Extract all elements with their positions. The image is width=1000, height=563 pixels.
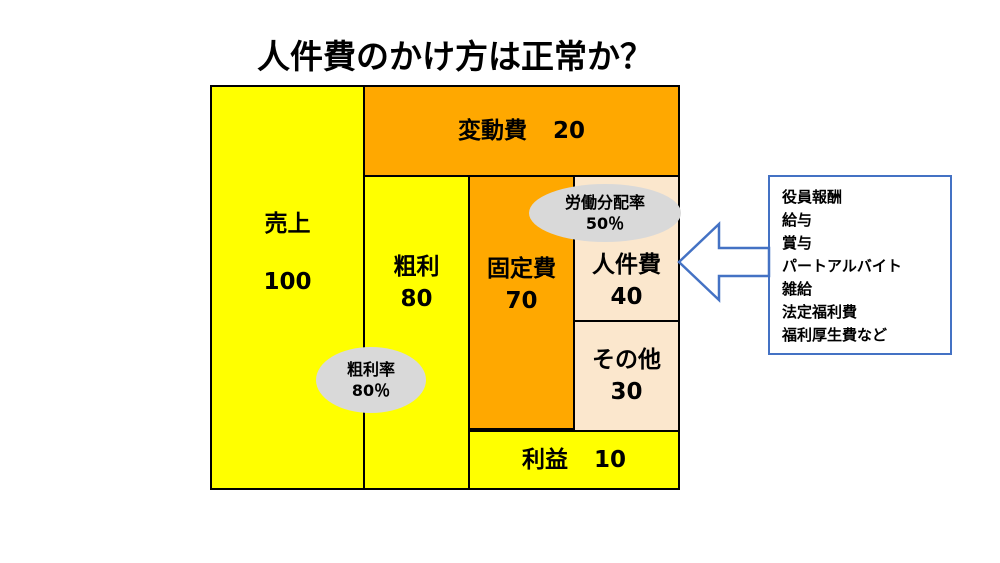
cell-personnel-label: 人件費 <box>592 252 661 278</box>
cell-profit-label: 利益 <box>521 447 568 473</box>
left-block-arrow-icon <box>677 221 771 303</box>
cell-other-cost: その他 30 <box>573 320 680 432</box>
cell-gross-label: 粗利 <box>393 253 440 280</box>
cell-sales-value: 100 <box>263 268 312 295</box>
gross-margin-label: 粗利率 <box>346 360 395 379</box>
cell-profit: 利益 10 <box>468 430 680 490</box>
callout-item: 役員報酬 <box>782 188 843 206</box>
cell-other-label: その他 <box>592 347 661 373</box>
cell-other-value: 30 <box>610 379 643 405</box>
cell-gross-value: 80 <box>400 285 433 312</box>
cell-variable-label: 変動費 <box>457 118 527 144</box>
cell-gross-profit: 粗利 80 <box>363 175 470 490</box>
cell-sales-label: 売上 <box>264 210 311 237</box>
callout-item: 雑給 <box>782 280 813 298</box>
gross-margin-value: 80％ <box>351 381 391 400</box>
callout-item: 福利厚生費など <box>782 326 888 344</box>
page-title: 人件費のかけ方は正常か？ <box>257 37 653 76</box>
labor-share-badge: 労働分配率 50％ <box>529 184 681 242</box>
callout-item: 給与 <box>782 211 813 229</box>
cell-variable-cost: 変動費 20 <box>363 85 680 177</box>
cell-variable-value: 20 <box>552 118 585 144</box>
labor-share-label: 労働分配率 <box>564 193 645 212</box>
cell-profit-value: 10 <box>593 447 626 473</box>
callout-item: 法定福利費 <box>782 303 858 321</box>
cell-fixed-value: 70 <box>505 287 538 314</box>
personnel-breakdown-callout: 役員報酬 給与 賞与 パートアルバイト 雑給 法定福利費 福利厚生費など <box>768 175 952 355</box>
callout-item: パートアルバイト <box>782 257 902 275</box>
cell-personnel-value: 40 <box>610 284 643 310</box>
labor-share-value: 50％ <box>585 214 625 233</box>
callout-item: 賞与 <box>782 234 813 252</box>
cell-fixed-label: 固定費 <box>487 255 556 282</box>
cell-sales: 売上 100 <box>210 85 365 490</box>
gross-margin-badge: 粗利率 80％ <box>316 347 426 413</box>
